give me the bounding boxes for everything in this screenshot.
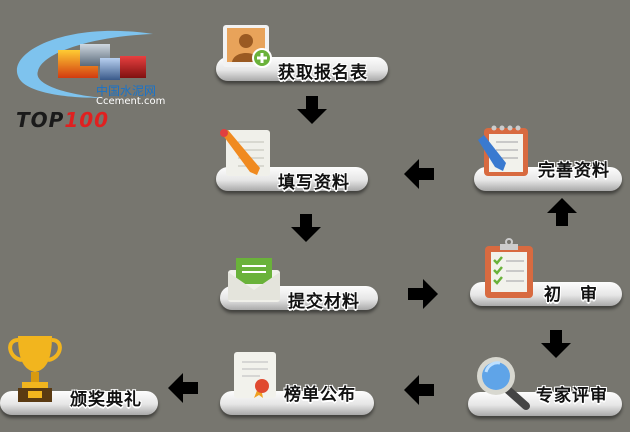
logo-100-text: 100 <box>64 108 110 132</box>
arrow-left-icon <box>404 375 434 405</box>
arrow-down-icon <box>297 96 327 124</box>
arrow-left-icon <box>404 159 434 189</box>
logo-domain-text: Ccement.com <box>96 96 166 107</box>
step-label: 颁奖典礼 <box>70 390 142 410</box>
user-add-icon <box>223 25 272 68</box>
arrow-down-icon <box>541 330 571 358</box>
step-pill <box>468 392 622 416</box>
logo-photo-4 <box>120 56 146 78</box>
arrow-down-icon <box>291 214 321 242</box>
pencil-document-icon <box>220 129 270 176</box>
logo-photo-3 <box>100 58 120 80</box>
step-label: 完善资料 <box>538 161 610 181</box>
logo-top-text: TOP <box>16 108 65 132</box>
arrow-up-icon <box>547 198 577 226</box>
arrow-left-icon <box>168 373 198 403</box>
step-label: 榜单公布 <box>284 385 356 405</box>
magnifier-icon <box>477 357 530 410</box>
logo-swoosh-icon <box>16 30 153 98</box>
clipboard-pencil-icon <box>478 125 528 176</box>
trophy-icon <box>8 336 62 402</box>
step-label: 提交材料 <box>288 292 360 312</box>
step-label: 填写资料 <box>278 173 350 193</box>
arrow-right-icon <box>408 279 438 309</box>
step-label: 专家评审 <box>536 386 608 406</box>
clipboard-checklist-icon <box>485 238 533 298</box>
step-label: 初 审 <box>544 285 598 305</box>
certificate-icon <box>234 352 276 398</box>
envelope-icon <box>228 258 280 302</box>
logo-top100: TOP100 <box>16 108 109 132</box>
step-label: 获取报名表 <box>278 63 368 83</box>
logo-chinese-text: 中国水泥网 <box>96 84 157 98</box>
